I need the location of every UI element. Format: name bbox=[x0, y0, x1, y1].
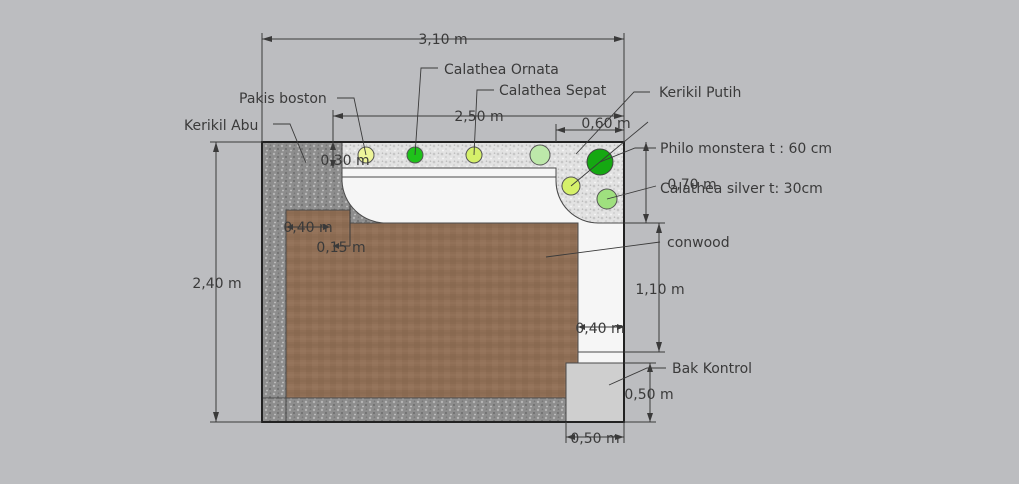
dim-box-width: 0,50 m bbox=[570, 431, 619, 447]
leader-lines bbox=[273, 67, 666, 386]
label-calathea-sepat: Calathea Sepat bbox=[499, 83, 607, 99]
dim-corner-depth: 0,70 m bbox=[667, 177, 716, 193]
label-pakis-boston: Pakis boston bbox=[239, 91, 327, 107]
dim-corner-width: 0,60 m bbox=[581, 116, 630, 132]
dim-overall-height: 2,40 m bbox=[192, 276, 241, 292]
dim-step: 0,15 m bbox=[316, 240, 365, 256]
dimension-lines bbox=[210, 33, 665, 443]
conwood-deck bbox=[285, 209, 579, 399]
calathea-plant-large bbox=[529, 144, 551, 166]
label-calathea-ornata: Calathea Ornata bbox=[444, 62, 559, 78]
label-conwood: conwood bbox=[667, 235, 730, 251]
label-kerikil-abu: Kerikil Abu bbox=[184, 118, 258, 134]
dim-planter-width: 2,50 m bbox=[454, 109, 503, 125]
dim-overall-width: 3,10 m bbox=[418, 32, 467, 48]
label-kerikil-putih: Kerikil Putih bbox=[659, 85, 741, 101]
site-outline bbox=[261, 141, 625, 423]
dim-path-width: 0,40 m bbox=[575, 321, 624, 337]
label-philo-monstera: Philo monstera t : 60 cm bbox=[660, 141, 832, 157]
label-calathea-silver: Calathea silver t: 30cm bbox=[660, 181, 823, 197]
dim-box-height: 0,50 m bbox=[624, 387, 673, 403]
dim-edge-left: 0,40 m bbox=[283, 220, 332, 236]
label-bak-kontrol: Bak Kontrol bbox=[672, 361, 752, 377]
bak-kontrol-box bbox=[565, 362, 625, 423]
dim-path-height: 1,10 m bbox=[635, 282, 684, 298]
dim-strip-depth: 0,30 m bbox=[320, 153, 369, 169]
